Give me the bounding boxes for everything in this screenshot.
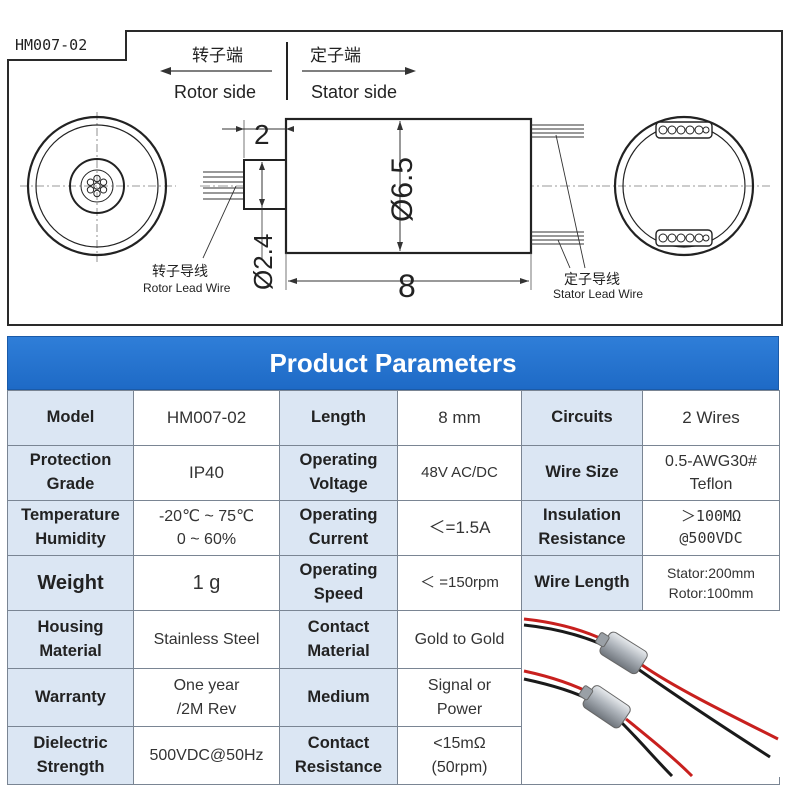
technical-drawing: 转子端 Rotor side 定子端 Stator side [20,42,770,304]
rotor-end-view [20,112,176,262]
dim-2-4-label: Ø2.4 [248,234,278,290]
value-contact-resistance: <15mΩ(50rpm) [397,726,522,786]
label-circuits: Circuits [521,390,643,446]
dim-6-5-label: Ø6.5 [386,157,419,222]
drawing-model-tag: HM007-02 [7,30,127,61]
value-insulation-resistance: ＞100MΩ@500VDC [642,500,780,556]
rotor-lead-cn-label: 转子导线 [152,264,208,280]
value-model: HM007-02 [133,390,280,446]
rotor-side-cn-label: 转子端 [192,46,243,66]
rotor-lead-en-label: Rotor Lead Wire [143,281,231,295]
side-view [200,117,600,290]
label-medium: Medium [279,668,398,728]
label-model: Model [7,390,134,446]
value-length: 8 mm [397,390,522,446]
value-operating-speed: ＜ =150rpm [397,555,522,611]
label-wire-length: Wire Length [521,555,643,611]
product-photo-cell [521,609,780,786]
value-housing-material: Stainless Steel [133,609,280,670]
value-weight: 1 g [133,555,280,611]
value-contact-material: Gold to Gold [397,609,522,670]
stator-end-view [602,115,770,257]
value-operating-current: ＜=1.5A [397,500,522,556]
value-operating-voltage: 48V AC/DC [397,445,522,501]
stator-side-en-label: Stator side [311,82,397,102]
dim-2-label: 2 [254,119,270,150]
table-row: Model HM007-02 Length 8 mm Circuits 2 Wi… [7,390,780,446]
product-photo [522,611,780,778]
params-title: Product Parameters [7,336,779,390]
dim-8-label: 8 [398,268,416,304]
stator-lead-en-label: Stator Lead Wire [553,287,643,301]
value-protection-grade: IP40 [133,445,280,501]
label-weight: Weight [7,555,134,611]
table-row: Warranty One year/2M Rev Medium Signal o… [7,668,780,728]
stator-side-cn-label: 定子端 [310,46,361,66]
label-warranty: Warranty [7,668,134,728]
params-table: Model HM007-02 Length 8 mm Circuits 2 Wi… [7,390,780,786]
stator-lead-cn-label: 定子导线 [564,272,620,288]
label-wire-size: Wire Size [521,445,643,501]
value-circuits: 2 Wires [642,390,780,446]
label-length: Length [279,390,398,446]
value-dielectric-strength: 500VDC@50Hz [133,726,280,786]
rotor-side-en-label: Rotor side [174,82,256,102]
value-warranty: One year/2M Rev [133,668,280,728]
value-wire-size: 0.5-AWG30#Teflon [642,445,780,501]
